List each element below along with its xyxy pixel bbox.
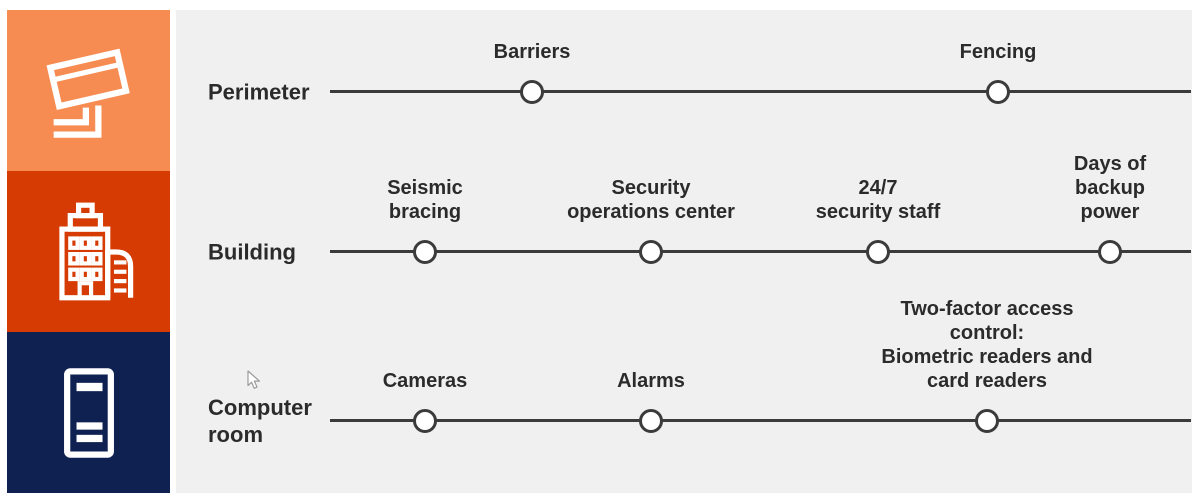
building-timeline-line (330, 250, 1191, 253)
timeline-node-fencing (986, 80, 1010, 104)
timeline-node-alarms (639, 409, 663, 433)
icon-sidebar (7, 10, 170, 493)
node-label-barriers: Barriers (493, 41, 571, 63)
computer-room-icon-block (7, 332, 170, 493)
node-label-seismic-bracing: Seismic bracing (387, 177, 463, 223)
building-icon-block (7, 171, 170, 332)
node-label-two-factor-access-control: Two-factor access control: Biometric rea… (881, 298, 1093, 392)
perimeter-icon-block (7, 10, 170, 171)
node-label-alarms: Alarms (617, 370, 685, 392)
mouse-pointer-icon (247, 370, 260, 389)
row-label-computer-room: Computer room (208, 395, 312, 447)
computer-room-timeline-line (330, 419, 1191, 422)
node-label-days-of-backup-power: Days of backup power (1073, 153, 1147, 223)
building-icon (58, 202, 133, 300)
server-rack-icon (63, 367, 114, 458)
row-label-perimeter: Perimeter (208, 79, 310, 105)
node-label-cameras: Cameras (382, 370, 468, 392)
node-label-security-operations-center: Security operations center (567, 177, 735, 223)
timeline-node-security-operations-center (639, 240, 663, 264)
perimeter-timeline-line (330, 90, 1191, 93)
timeline-node-247-security-staff (866, 240, 890, 264)
timeline-node-days-of-backup-power (1098, 240, 1122, 264)
row-label-building: Building (208, 239, 296, 265)
security-camera-icon (46, 48, 130, 138)
node-label-247-security-staff: 24/7 security staff (815, 177, 941, 223)
timeline-node-seismic-bracing (413, 240, 437, 264)
timeline-node-barriers (520, 80, 544, 104)
node-label-fencing: Fencing (959, 41, 1037, 63)
timeline-node-two-factor-access-control (975, 409, 999, 433)
timeline-node-cameras (413, 409, 437, 433)
